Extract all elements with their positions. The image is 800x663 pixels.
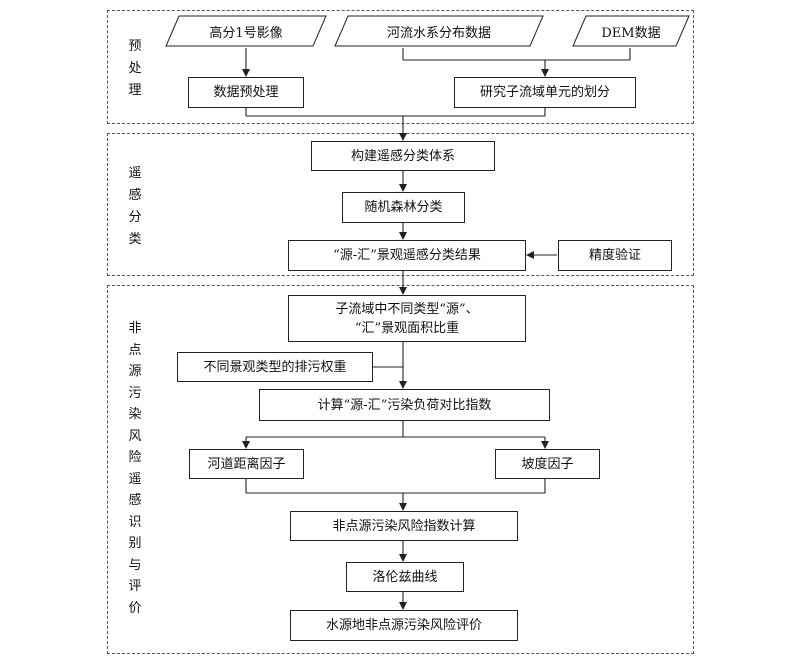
box-load-index: 计算“源-汇”污染负荷对比指数: [259, 389, 550, 421]
box-slope-factor: 坡度因子: [495, 449, 600, 479]
box-discharge-weight: 不同景观类型的排污权重: [177, 352, 373, 382]
box-lorenz-curve: 洛伦兹曲线: [346, 562, 464, 592]
input-dem-data: DEM数据: [572, 15, 690, 47]
box-data-preprocess: 数据预处理: [188, 77, 304, 108]
box-area-ratio: 子流域中不同类型“源”、 “汇”景观面积比重: [288, 295, 526, 342]
section-label-risk: 非 点 源 污 染 风 险 遥 感 识 别 与 评 价: [128, 321, 142, 616]
input-gf1-label: 高分1号影像: [209, 25, 283, 41]
box-subbasin-division: 研究子流域单元的划分: [454, 77, 636, 108]
box-risk-index: 非点源污染风险指数计算: [290, 511, 518, 541]
input-river-label: 河流水系分布数据: [386, 25, 491, 41]
section-label-classify: 遥 感 分 类: [128, 166, 142, 247]
box-river-distance-factor: 河道距离因子: [189, 449, 304, 479]
box-classification-result: “源-汇”景观遥感分类结果: [288, 240, 526, 271]
box-random-forest: 随机森林分类: [342, 192, 465, 223]
input-gf1-image: 高分1号影像: [165, 15, 327, 47]
section-risk: [107, 285, 694, 654]
box-build-classification: 构建遥感分类体系: [311, 141, 495, 171]
input-river-data: 河流水系分布数据: [334, 15, 544, 47]
section-label-preprocess: 预 处 理: [128, 39, 142, 98]
box-accuracy-verification: 精度验证: [558, 240, 672, 271]
input-dem-label: DEM数据: [601, 25, 661, 41]
section-preprocess: [107, 10, 694, 124]
box-risk-evaluation: 水源地非点源污染风险评价: [290, 610, 518, 641]
